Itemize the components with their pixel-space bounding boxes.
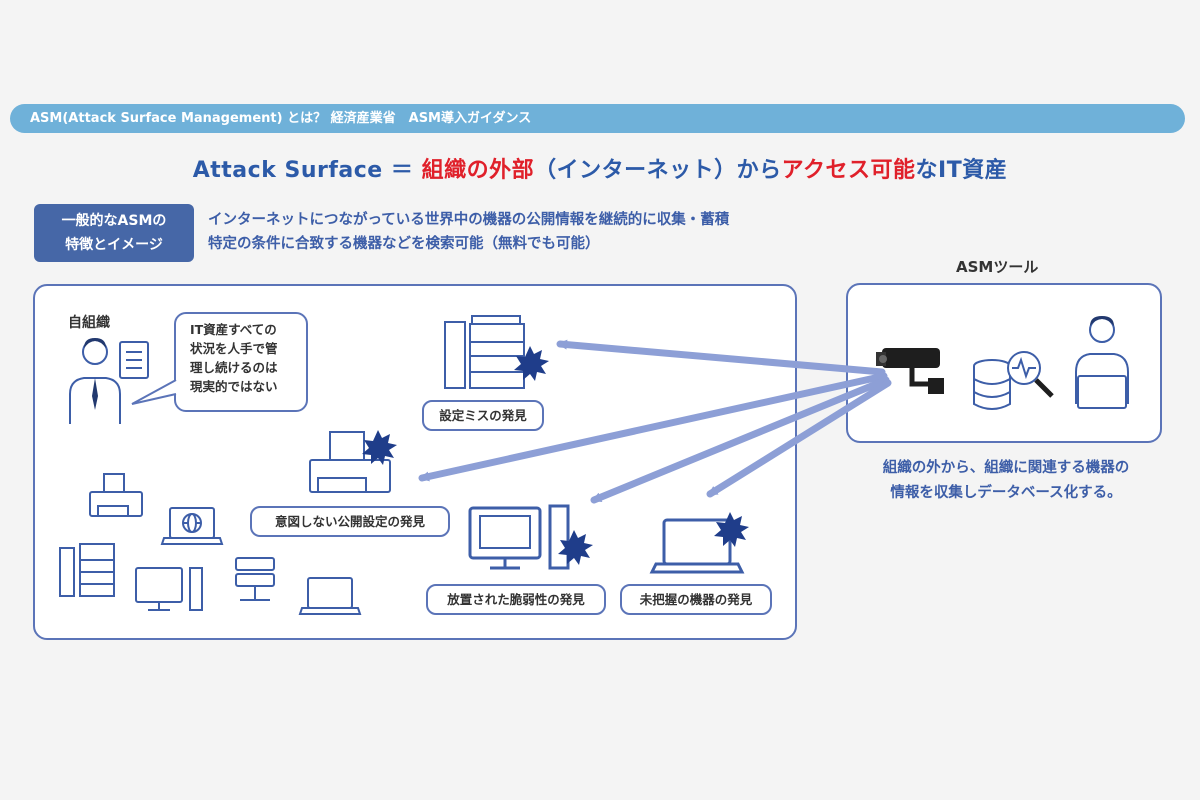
headline-outside: 組織の外部 (421, 158, 535, 183)
bubble-tail (131, 379, 177, 405)
small-desktop-icon (135, 567, 203, 611)
burst-icon (558, 530, 593, 565)
banner-text: ASM(Attack Surface Management) とは？ 経済産業省… (30, 111, 532, 126)
own-organization-label: 自組織 (68, 315, 110, 331)
finding-unpatched-vulnerability: 放置された脆弱性の発見 (426, 584, 606, 615)
feature-description: インターネットにつながっている世界中の機器の公開情報を継続的に収集・蓄積 特定の… (208, 208, 729, 256)
burst-icon (362, 430, 397, 465)
headline-internet: （インターネット）から (534, 158, 782, 183)
arrow-to-misconfig-printer (556, 339, 886, 376)
desktop-pc-icon (468, 504, 570, 570)
database-search-icon (973, 351, 1054, 410)
burst-icon (714, 512, 749, 547)
headline-equals: ＝ (390, 158, 414, 183)
asm-tool-description: 組織の外から、組織に関連する機器の 情報を収集しデータベース化する。 (882, 460, 1130, 501)
headline: Attack Surface ＝ 組織の外部（インターネット）からアクセス可能な… (0, 152, 1200, 184)
feature-line2: 特定の条件に合致する機器などを検索可能（無料でも可能） (208, 236, 600, 252)
finding-misconfiguration: 設定ミスの発見 (422, 400, 544, 431)
person-icon (69, 338, 121, 424)
feature-label: 一般的なASMの 特徴とイメージ (34, 204, 194, 262)
feature-label-line2: 特徴とイメージ (65, 237, 163, 253)
feature-line1: インターネットにつながっている世界中の機器の公開情報を継続的に収集・蓄積 (208, 212, 730, 228)
title-banner: ASM(Attack Surface Management) とは？ 経済産業省… (10, 104, 1185, 133)
globe-laptop-icon (160, 507, 224, 545)
finding-unintended-exposure: 意図しない公開設定の発見 (250, 506, 450, 537)
feature-label-line1: 一般的なASMの (61, 213, 167, 229)
printer-icon (309, 431, 391, 493)
headline-it-assets: なIT資産 (915, 158, 1008, 183)
asm-tool-label: ASMツール (956, 258, 1039, 276)
arrow-to-laptop (706, 379, 892, 498)
headline-accessible: アクセス可能 (781, 158, 916, 183)
headline-term: Attack Surface (192, 158, 383, 183)
burst-icon (514, 346, 549, 381)
arrow-to-printer (418, 372, 888, 482)
small-laptop-icon (298, 577, 362, 615)
laptop-icon (649, 518, 745, 574)
multifunction-printer-small-icon (59, 543, 115, 597)
network-camera-icon (876, 348, 944, 394)
scan-arrows (418, 339, 892, 504)
finding-unknown-device: 未把握の機器の発見 (620, 584, 772, 615)
arrow-to-desktop (590, 376, 890, 504)
multifunction-printer-icon (444, 315, 525, 389)
speech-bubble: IT資産すべての 状況を人手で管 理し続けるのは 現実的ではない (174, 312, 308, 412)
server-icon (235, 557, 275, 601)
analyst-laptop-icon (1075, 316, 1129, 409)
small-printer-icon (89, 473, 143, 517)
clipboard-icon (119, 341, 149, 379)
